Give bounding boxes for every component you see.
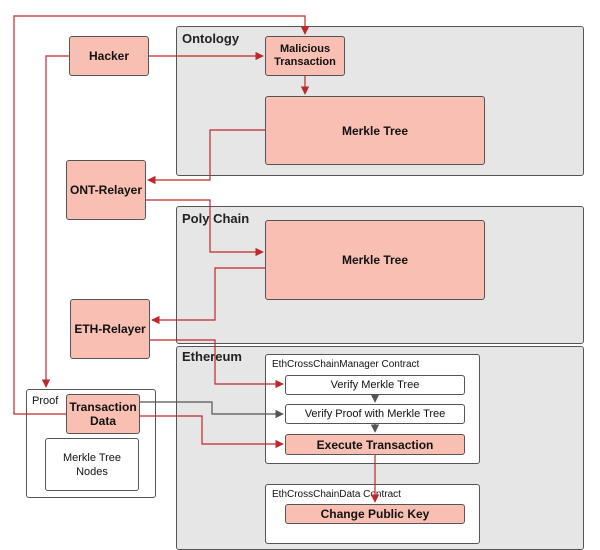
verify-proof-step: Verify Proof with Merkle Tree bbox=[285, 404, 465, 424]
transaction-data-node: Transaction Data bbox=[66, 394, 140, 434]
proof-title: Proof bbox=[32, 395, 59, 407]
ont-relayer-node: ONT-Relayer bbox=[66, 160, 146, 220]
malicious-transaction-line2: Transaction bbox=[274, 56, 336, 68]
transaction-data-line2: Data bbox=[89, 414, 116, 428]
ontology-merkle-tree-node: Merkle Tree bbox=[265, 96, 485, 165]
eth-relayer-node: ETH-Relayer bbox=[70, 299, 150, 359]
merkle-tree-nodes-line1: Merkle Tree bbox=[62, 451, 122, 464]
merkle-tree-nodes-line2: Nodes bbox=[76, 465, 108, 478]
poly-chain-zone-title: Poly Chain bbox=[182, 211, 250, 226]
hacker-node: Hacker bbox=[69, 36, 149, 76]
verify-merkle-tree-step: Verify Merkle Tree bbox=[285, 375, 465, 395]
change-public-key-step: Change Public Key bbox=[285, 504, 465, 524]
malicious-transaction-line1: Malicious bbox=[279, 43, 331, 55]
transaction-data-line1: Transaction bbox=[69, 400, 137, 414]
execute-transaction-step: Execute Transaction bbox=[285, 434, 465, 455]
edge-hacker-to-proof bbox=[41, 55, 69, 388]
eth-cross-chain-data-title: EthCrossChainData Contract bbox=[272, 489, 401, 500]
ontology-zone-title: Ontology bbox=[182, 31, 240, 46]
ethereum-zone-title: Ethereum bbox=[182, 349, 242, 364]
eth-cross-chain-manager-title: EthCrossChainManager Contract bbox=[272, 359, 420, 370]
poly-chain-merkle-tree-node: Merkle Tree bbox=[265, 220, 485, 300]
merkle-tree-nodes-box: Merkle Tree Nodes bbox=[45, 438, 139, 491]
malicious-transaction-node: Malicious Transaction bbox=[265, 36, 345, 76]
